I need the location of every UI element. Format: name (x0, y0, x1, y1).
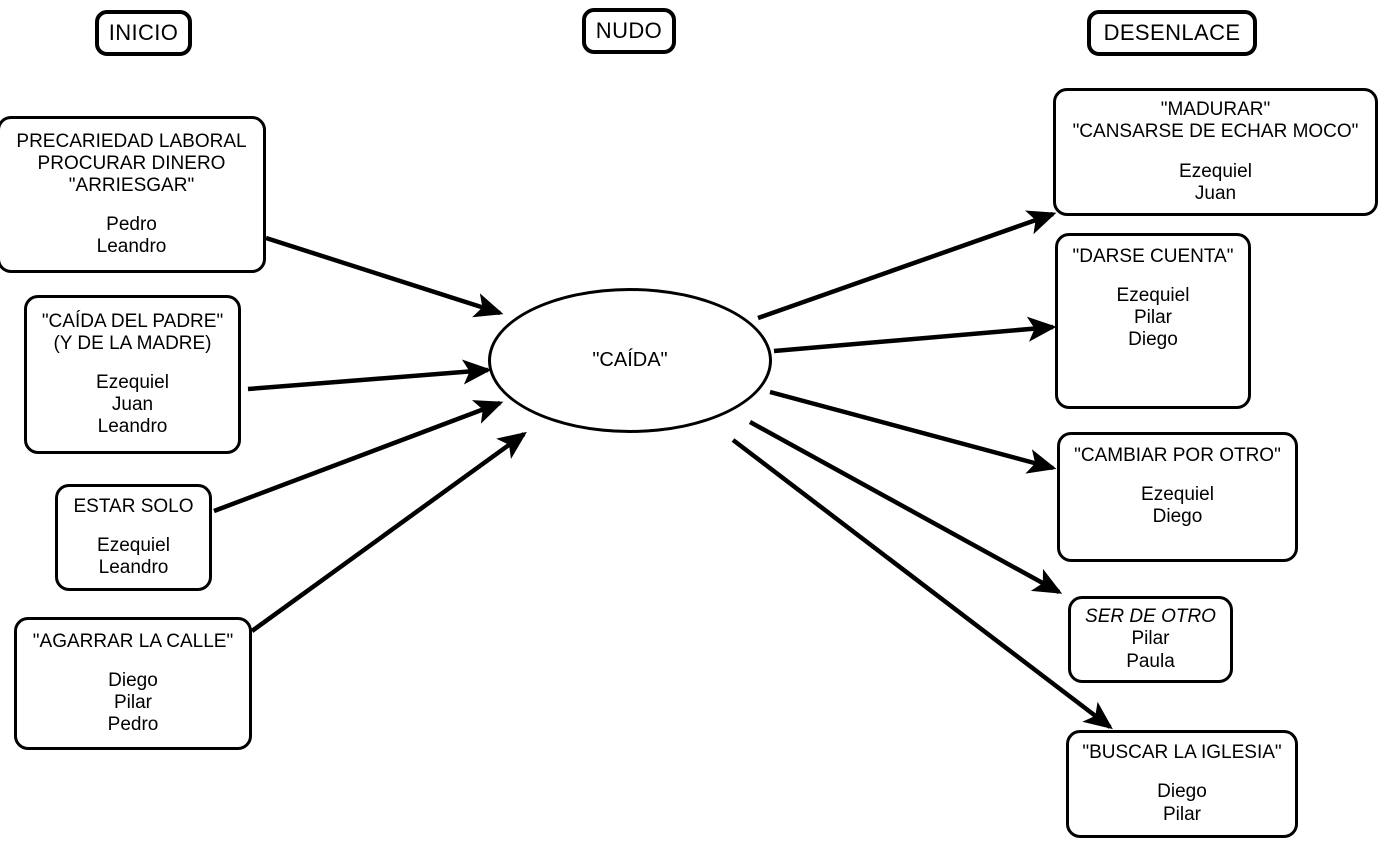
node-title: PRECARIEDAD LABORAL PROCURAR DINERO "ARR… (16, 130, 247, 196)
node-names: Pilar Paula (1126, 628, 1175, 672)
node-title: ESTAR SOLO (73, 495, 194, 517)
node-buscar-la-iglesia[interactable]: "BUSCAR LA IGLESIA" Diego Pilar (1066, 730, 1298, 838)
stage-label-inicio: INICIO (95, 10, 192, 56)
node-names: Pedro Leandro (96, 214, 167, 258)
node-title: "DARSE CUENTA" (1072, 246, 1234, 267)
node-agarrar-la-calle[interactable]: "AGARRAR LA CALLE" Diego Pilar Pedro (14, 617, 252, 750)
node-darse-cuenta[interactable]: "DARSE CUENTA" Ezequiel Pilar Diego (1055, 233, 1251, 409)
node-title: "AGARRAR LA CALLE" (32, 630, 234, 652)
node-caida-del-padre[interactable]: "CAÍDA DEL PADRE" (Y DE LA MADRE) Ezequi… (24, 295, 241, 454)
node-names: Diego Pilar (1157, 781, 1207, 825)
node-names: Diego Pilar Pedro (107, 669, 159, 736)
hub-node-caida[interactable]: "CAÍDA" (488, 288, 772, 433)
node-title: "CAMBIAR POR OTRO" (1074, 445, 1281, 466)
edge-caida-del-padre-to-caida (247, 359, 492, 392)
stage-label-nudo: NUDO (582, 8, 676, 54)
edge-precariedad-to-caida (265, 235, 504, 318)
node-names: Ezequiel Juan Leandro (96, 371, 169, 438)
edge-caida-to-darse-cuenta (773, 316, 1057, 354)
node-estar-solo[interactable]: ESTAR SOLO Ezequiel Leandro (55, 484, 212, 591)
stage-label-nudo-text: NUDO (595, 18, 663, 43)
edge-agarrar-la-calle-to-caida (250, 431, 527, 633)
node-madurar[interactable]: "MADURAR" "CANSARSE DE ECHAR MOCO" Ezequ… (1053, 88, 1378, 216)
edge-caida-to-ser-de-otro (748, 420, 1063, 594)
edge-caida-to-cambiar-por-otro (769, 389, 1057, 474)
node-title: SER DE OTRO (1085, 606, 1216, 628)
edge-estar-solo-to-caida (213, 400, 504, 514)
hub-label: "CAÍDA" (592, 349, 668, 371)
stage-label-desenlace: DESENLACE (1087, 10, 1257, 56)
node-names: Ezequiel Juan (1179, 160, 1252, 204)
edge-caida-to-madurar (757, 210, 1057, 321)
node-title: "MADURAR" "CANSARSE DE ECHAR MOCO" (1072, 99, 1359, 143)
stage-label-desenlace-text: DESENLACE (1103, 20, 1241, 45)
node-ser-de-otro[interactable]: SER DE OTRO Pilar Paula (1068, 596, 1233, 683)
node-title: "CAÍDA DEL PADRE" (Y DE LA MADRE) (41, 310, 224, 354)
node-names: Ezequiel Pilar Diego (1116, 285, 1190, 351)
node-names: Ezequiel Leandro (97, 534, 170, 579)
edge-caida-to-buscar-la-iglesia (731, 438, 1113, 730)
node-names: Ezequiel Diego (1141, 484, 1214, 528)
node-title: "BUSCAR LA IGLESIA" (1082, 742, 1282, 764)
node-cambiar-por-otro[interactable]: "CAMBIAR POR OTRO" Ezequiel Diego (1057, 432, 1298, 562)
stage-label-inicio-text: INICIO (108, 20, 179, 45)
node-precariedad-laboral[interactable]: PRECARIEDAD LABORAL PROCURAR DINERO "ARR… (0, 116, 266, 273)
